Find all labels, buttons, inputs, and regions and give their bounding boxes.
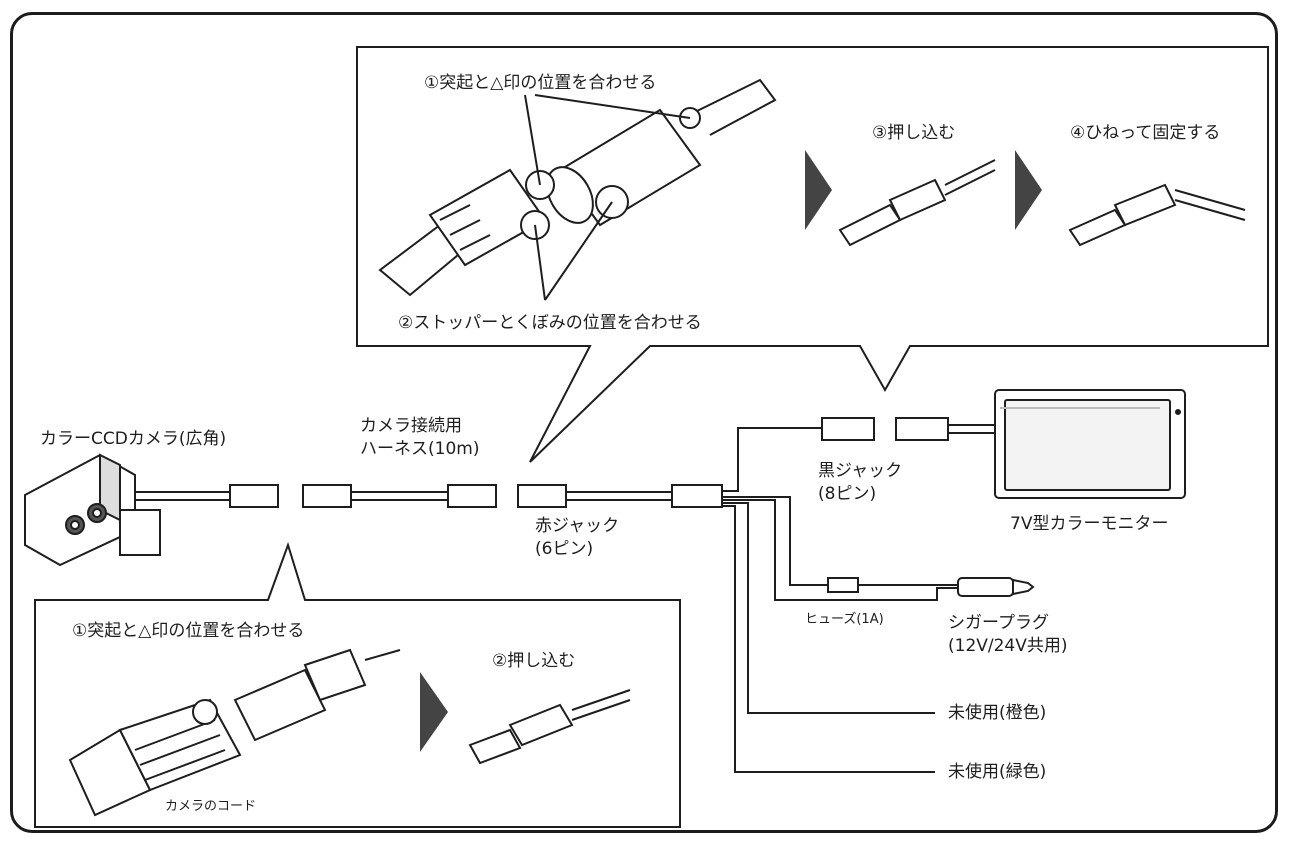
unused-orange-label: 未使用(橙色) <box>948 703 1047 723</box>
cigar-plug <box>957 577 1035 597</box>
camera-label: カラーCCDカメラ(広角) <box>40 429 227 449</box>
pushed-camera-connector <box>468 689 631 765</box>
fuse-label: ヒューズ(1A) <box>805 612 884 627</box>
step-arrow-2 <box>1015 150 1042 230</box>
step-arrow-1 <box>805 150 832 230</box>
color-monitor <box>994 389 1186 499</box>
camera-cord-label: カメラのコード <box>165 799 257 814</box>
top-step1-label: ①突起と△印の位置を合わせる <box>424 73 657 93</box>
pushed-connector <box>838 159 996 247</box>
ccd-camera <box>24 453 161 567</box>
bottom-step2-label: ②押し込む <box>492 651 576 671</box>
top-callout-box <box>356 46 1269 463</box>
top-step2-label: ②ストッパーとくぼみの位置を合わせる <box>398 313 702 333</box>
top-step4-label: ④ひねって固定する <box>1070 123 1221 143</box>
red-jack-label: 赤ジャック (6ピン) <box>535 516 620 559</box>
locked-connector <box>1068 183 1246 247</box>
cigar-plug-label: シガープラグ (12V/24V共用) <box>948 613 1068 656</box>
unused-green-label: 未使用(緑色) <box>948 762 1047 782</box>
step-arrow-3 <box>420 672 448 752</box>
harness-label: カメラ接続用 ハーネス(10m) <box>360 416 480 459</box>
monitor-label: 7V型カラーモニター <box>1010 514 1169 534</box>
bottom-step1-label: ①突起と△印の位置を合わせる <box>72 621 305 641</box>
black-jack-label: 黒ジャック (8ピン) <box>818 461 903 504</box>
top-connector-illustration <box>378 78 777 301</box>
top-step3-label: ③押し込む <box>872 123 956 143</box>
camera-cord-connector <box>68 648 401 817</box>
